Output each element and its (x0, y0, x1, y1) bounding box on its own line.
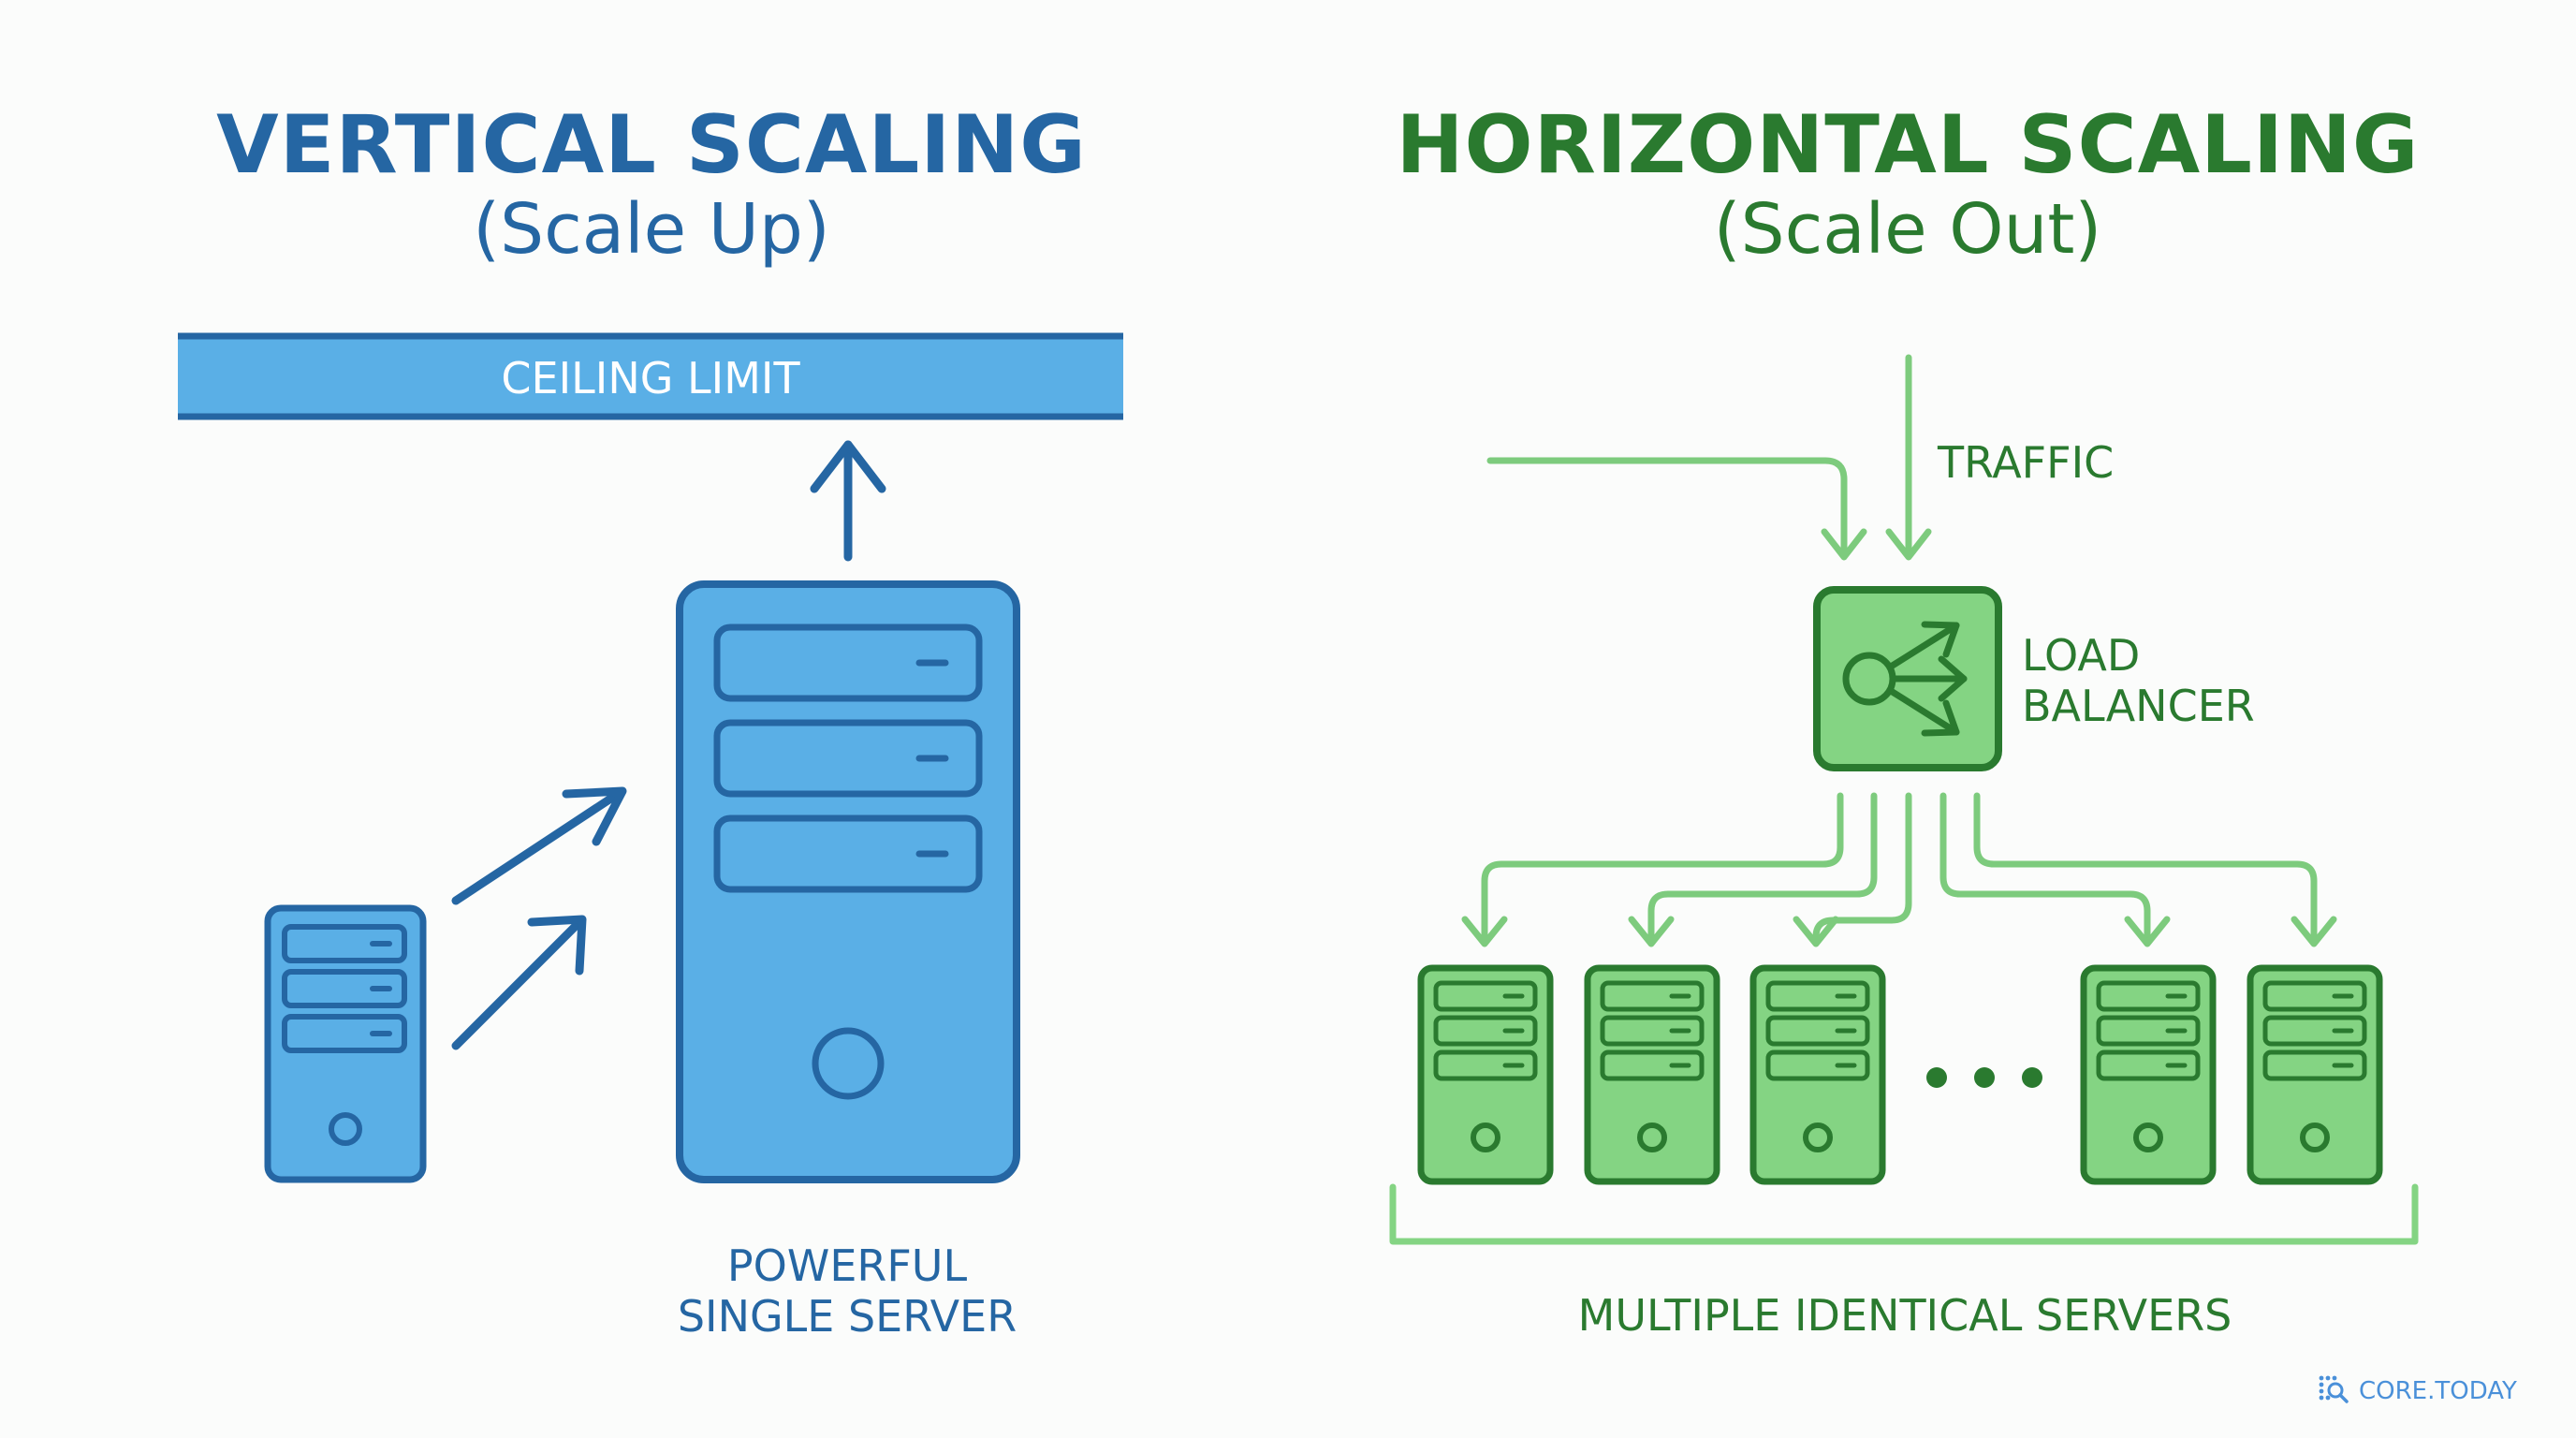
server-icon (1584, 964, 1720, 1185)
ellipsis-icon (1926, 1067, 2042, 1088)
brand-logo: CORE.TODAY (2318, 1374, 2517, 1408)
up-arrow-icon (810, 440, 886, 562)
servers-bracket (1389, 1183, 2419, 1245)
distribution-arrows (1461, 792, 2337, 947)
horizontal-scaling-title: HORIZONTAL SCALING (1396, 98, 2420, 192)
traffic-arrows (1486, 354, 1932, 561)
ceiling-limit-label: CEILING LIMIT (501, 353, 800, 404)
server-icon (1417, 964, 1554, 1185)
server-icon (2080, 964, 2217, 1185)
server-icon (2247, 964, 2383, 1185)
diagonal-arrow-icon (451, 786, 627, 905)
brand-text: CORE.TODAY (2359, 1377, 2517, 1405)
vertical-scaling-subtitle: (Scale Up) (473, 189, 830, 270)
load-balancer-label-line1: LOAD (2022, 630, 2141, 681)
dotted-search-icon (2319, 1375, 2349, 1403)
diagonal-arrow-icon (451, 915, 587, 1050)
load-balancer-label: LOAD BALANCER (2022, 630, 2255, 731)
powerful-server-label-line1: POWERFUL (726, 1240, 968, 1291)
load-balancer-icon (1813, 586, 2002, 771)
multiple-servers-label: MULTIPLE IDENTICAL SERVERS (1577, 1290, 2232, 1341)
traffic-label: TRAFFIC (1938, 437, 2115, 488)
ceiling-limit-bar (178, 332, 1123, 420)
powerful-server-label: POWERFUL SINGLE SERVER (618, 1240, 1076, 1342)
server-row (1417, 964, 2383, 1185)
load-balancer-label-line2: BALANCER (2022, 681, 2255, 731)
server-icon (1749, 964, 1886, 1185)
powerful-server-icon (676, 580, 1020, 1183)
small-server-icon (264, 904, 427, 1183)
vertical-scaling-title: VERTICAL SCALING (216, 98, 1087, 192)
horizontal-scaling-subtitle: (Scale Out) (1713, 189, 2102, 270)
powerful-server-label-line2: SINGLE SERVER (677, 1291, 1017, 1342)
